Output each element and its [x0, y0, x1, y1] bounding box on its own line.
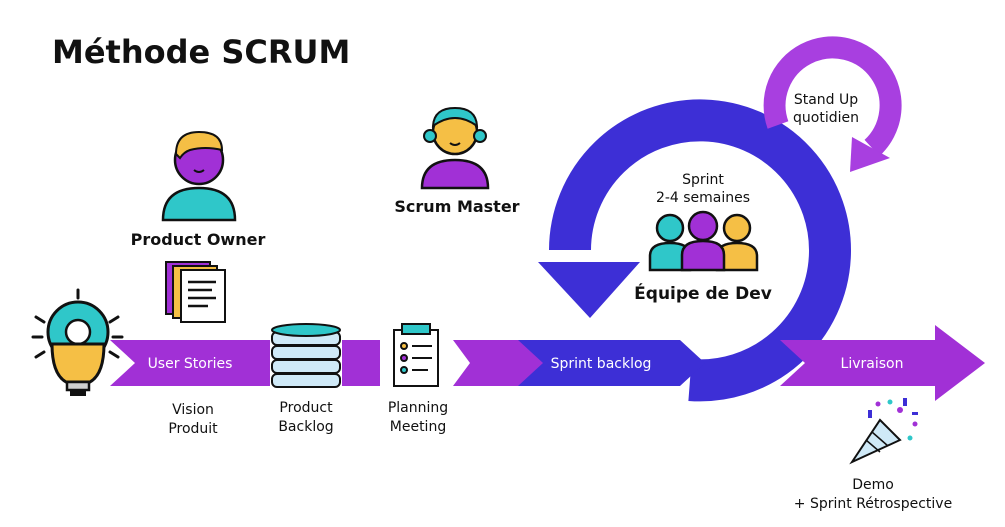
product-owner-avatar [161, 130, 237, 222]
standup-line2: quotidien [793, 110, 859, 126]
flow-bar [110, 325, 985, 401]
flow-segment-2 [453, 340, 545, 386]
standup-loop: Stand Up quotidien [763, 36, 902, 172]
product-owner-label: Product Owner [131, 230, 266, 249]
sprint-backlog-label: Sprint backlog [551, 356, 652, 372]
backlog-caption-2: Backlog [278, 419, 333, 435]
sprint-line2: 2-4 semaines [656, 190, 750, 206]
livraison-arrow [780, 325, 985, 401]
dev-team-avatars [648, 210, 759, 272]
flow-segment [342, 340, 380, 386]
vision-caption-2: Produit [168, 421, 218, 437]
documents-icon [165, 261, 226, 323]
scrum-master-label: Scrum Master [394, 197, 519, 216]
vision-caption-1: Vision [172, 402, 214, 418]
checklist-icon [393, 323, 439, 387]
page-title: Méthode SCRUM [52, 33, 350, 71]
user-stories-label: User Stories [148, 356, 233, 372]
sprint-backlog-arrow [518, 340, 705, 386]
demo-caption-1: Demo [852, 477, 894, 493]
user-stories-arrow [110, 340, 270, 386]
backlog-caption-1: Product [279, 400, 333, 416]
captions: Vision Produit Product Backlog Planning … [168, 400, 952, 512]
server-stack-icon [271, 323, 341, 388]
party-popper-icon [849, 398, 918, 465]
sprint-loop [538, 99, 851, 402]
dev-team-label: Équipe de Dev [634, 282, 772, 304]
scrum-master-avatar [420, 106, 490, 190]
standup-line1: Stand Up [794, 92, 858, 108]
lightbulb-gear-icon [31, 288, 124, 396]
planning-caption-2: Meeting [390, 419, 446, 435]
demo-caption-2: + Sprint Rétrospective [794, 496, 952, 512]
livraison-label: Livraison [841, 356, 904, 372]
sprint-line1: Sprint [682, 172, 724, 188]
planning-caption-1: Planning [388, 400, 448, 416]
